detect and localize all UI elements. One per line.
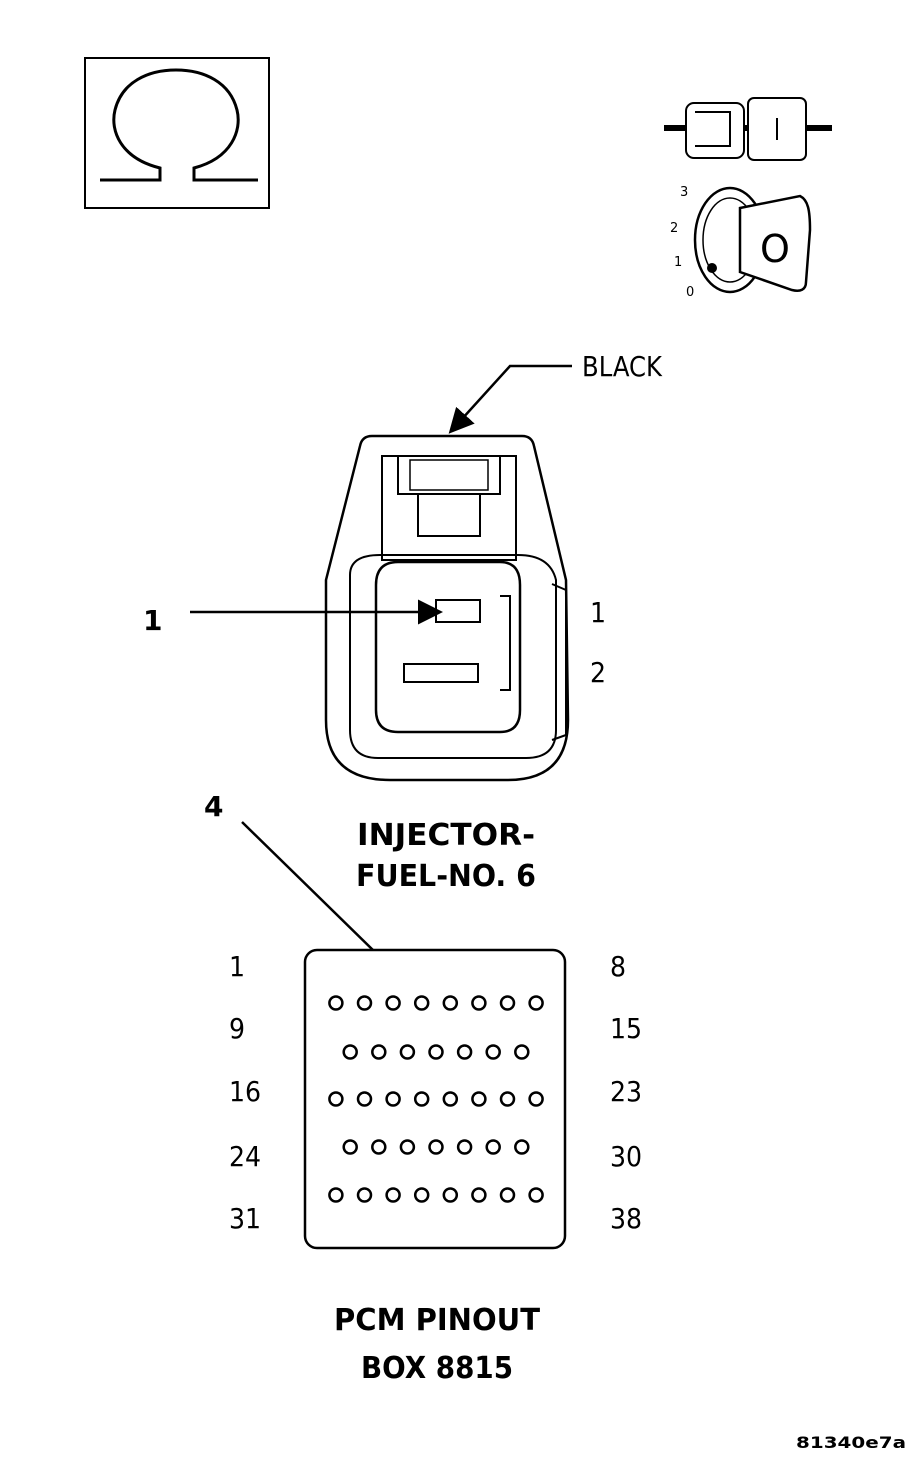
pcm-pin xyxy=(385,1091,401,1107)
pcm-pin xyxy=(328,1091,344,1107)
pcm-pin xyxy=(413,1187,430,1203)
ignition-key-icon: 3 2 1 0 O xyxy=(664,97,832,300)
callout-4-label: 4 xyxy=(204,790,223,823)
injector-pin-label-1: 1 xyxy=(590,596,606,629)
pcm-pin xyxy=(399,1139,416,1155)
pcm-pin xyxy=(514,1044,530,1060)
callout-1-label: 1 xyxy=(143,604,162,637)
pcm-pin xyxy=(428,1139,444,1155)
ignition-position-3: 3 xyxy=(680,185,688,200)
pcm-pin xyxy=(499,995,516,1011)
color-callout-arrow xyxy=(448,364,572,434)
pcm-pin xyxy=(356,1091,373,1107)
injector-title-line1: INJECTOR- xyxy=(357,818,535,853)
pcm-pin xyxy=(328,1187,344,1203)
pcm-pin xyxy=(385,995,401,1011)
pcm-row-left-label: 24 xyxy=(229,1140,261,1173)
pcm-pin xyxy=(413,995,430,1011)
ignition-position-0: 0 xyxy=(686,285,694,300)
pcm-pin xyxy=(356,995,373,1011)
pcm-title-line2: BOX 8815 xyxy=(361,1351,513,1386)
figure-id: 81340e7a xyxy=(796,1433,906,1452)
pcm-pin xyxy=(485,1044,501,1060)
pcm-pin xyxy=(471,1187,487,1203)
pcm-pin xyxy=(499,1187,516,1203)
connector-color-label: BLACK xyxy=(582,350,663,383)
pcm-pin xyxy=(514,1139,530,1155)
omega-ohmmeter-icon xyxy=(84,57,270,209)
pcm-row-left-label: 16 xyxy=(229,1075,261,1108)
pcm-pin xyxy=(442,1187,459,1203)
pcm-pin xyxy=(399,1044,416,1060)
pcm-pin xyxy=(428,1044,444,1060)
pcm-pin xyxy=(328,995,344,1011)
pcm-pin xyxy=(528,995,544,1011)
injector-title-line2: FUEL-NO. 6 xyxy=(356,859,536,894)
pcm-pin xyxy=(442,995,459,1011)
pcm-row-left-label: 9 xyxy=(229,1012,245,1045)
pcm-row-right-label: 30 xyxy=(610,1140,642,1173)
pcm-pin xyxy=(342,1139,358,1155)
ignition-position-1: 1 xyxy=(674,255,682,270)
pcm-row-left-label: 31 xyxy=(229,1202,261,1235)
pcm-row-right-label: 23 xyxy=(610,1075,642,1108)
pcm-pin xyxy=(371,1139,387,1155)
pcm-pin-grid xyxy=(328,995,544,1203)
pcm-pin xyxy=(456,1044,473,1060)
pcm-row-right-label: 8 xyxy=(610,950,626,983)
pcm-pin xyxy=(471,1091,487,1107)
pcm-row-labels: 1 8 9 15 16 23 24 30 31 38 xyxy=(229,950,642,1235)
pcm-row-right-label: 38 xyxy=(610,1202,642,1235)
pcm-pin xyxy=(528,1187,544,1203)
pcm-pin xyxy=(385,1187,401,1203)
pcm-pin xyxy=(413,1091,430,1107)
pcm-row-left-label: 1 xyxy=(229,950,245,983)
pcm-pin xyxy=(456,1139,473,1155)
pcm-row-right-label: 15 xyxy=(610,1012,642,1045)
injector-pin-1-slot xyxy=(435,599,481,623)
injector-connector xyxy=(324,434,570,782)
injector-pin-2-slot xyxy=(403,663,479,683)
pcm-pin xyxy=(499,1091,516,1107)
pcm-connector-body xyxy=(303,948,567,1250)
pcm-pin xyxy=(356,1187,373,1203)
pcm-pin xyxy=(371,1044,387,1060)
pcm-pin xyxy=(442,1091,459,1107)
ignition-key-letter: O xyxy=(760,227,790,271)
injector-pin-label-2: 2 xyxy=(590,656,606,689)
pcm-pin xyxy=(471,995,487,1011)
pcm-pin xyxy=(528,1091,544,1107)
ignition-position-2: 2 xyxy=(670,221,678,236)
pcm-title-line1: PCM PINOUT xyxy=(334,1303,541,1338)
pcm-pin xyxy=(485,1139,501,1155)
pcm-pin xyxy=(342,1044,358,1060)
